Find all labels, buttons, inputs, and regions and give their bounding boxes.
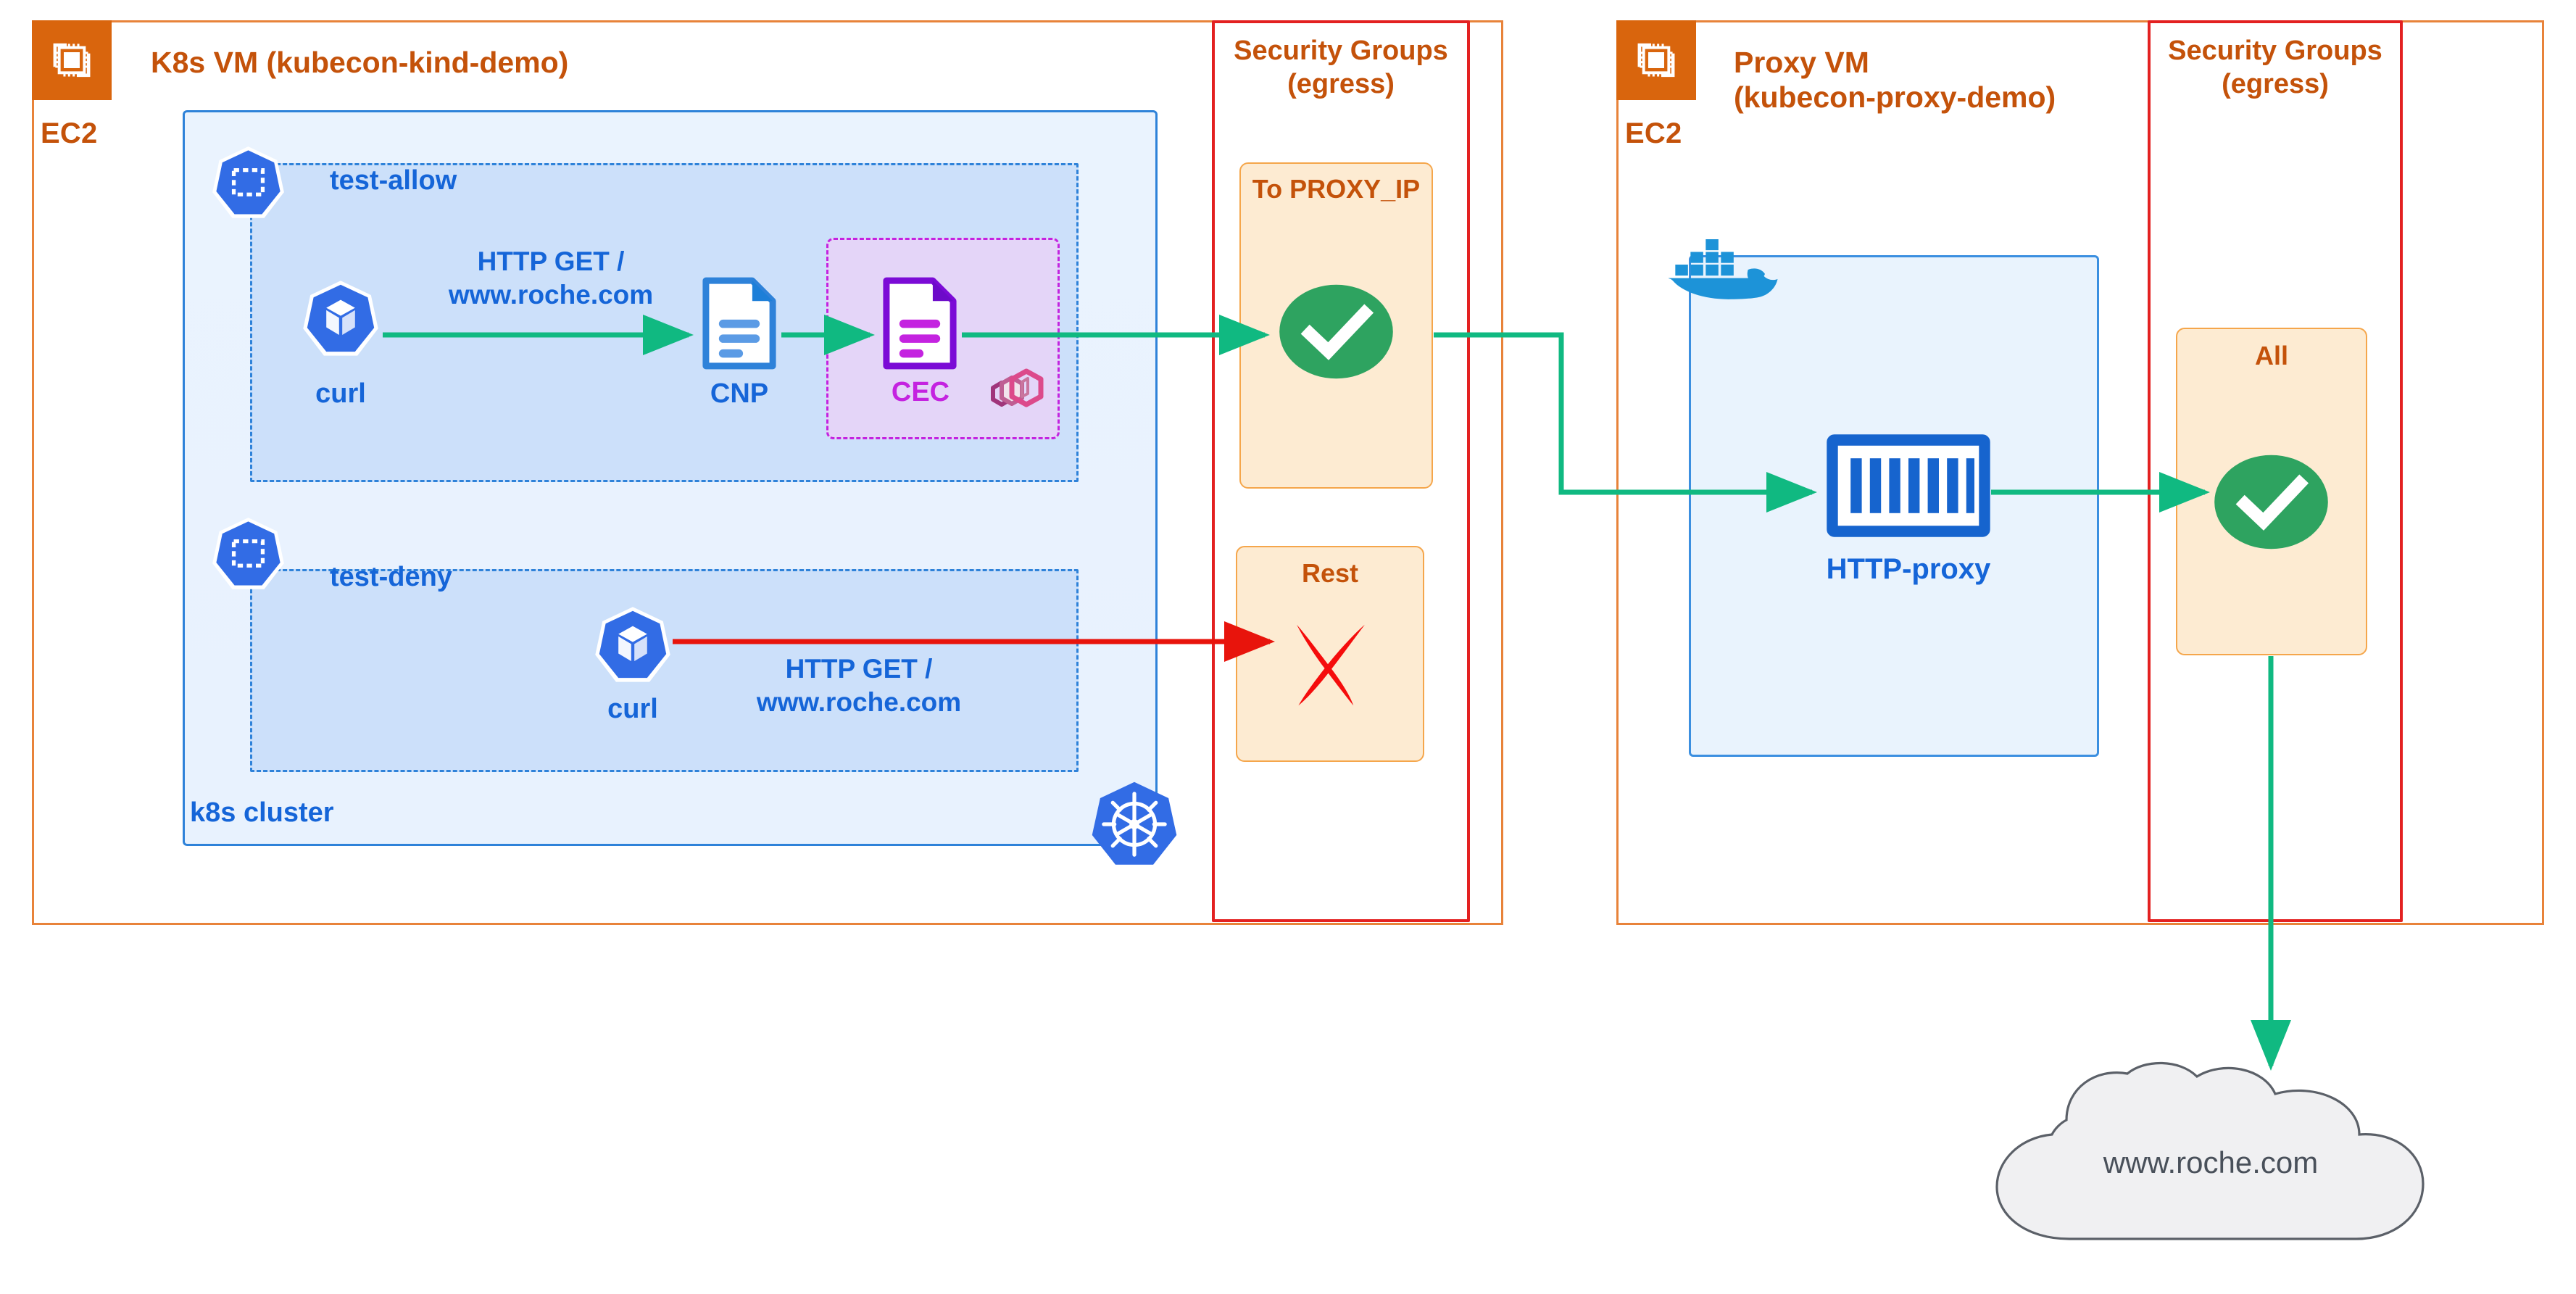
kubernetes-pod-icon bbox=[303, 281, 378, 356]
kubernetes-pod-icon bbox=[595, 607, 670, 682]
sg-rule-to-proxy-ip-label: To PROXY_IP bbox=[1252, 174, 1421, 204]
k8s-vm-ec2-badge bbox=[32, 20, 112, 100]
pod-icon-curl-allow-wrap bbox=[301, 279, 381, 359]
namespace-test-deny bbox=[250, 569, 1079, 772]
proxy-vm-title: Proxy VM (kubecon-proxy-demo) bbox=[1734, 45, 2285, 115]
namespace-label-test-allow: test-allow bbox=[330, 165, 457, 196]
proxy-vm-ec2-badge bbox=[1616, 20, 1696, 100]
cnp-document-wrap bbox=[700, 277, 778, 370]
http-proxy-label: HTTP-proxy bbox=[1826, 553, 1991, 585]
proxy-vm-ec2-label: EC2 bbox=[1625, 117, 1682, 149]
cec-label: CEC bbox=[891, 377, 950, 407]
internet-cloud-wrap bbox=[1895, 1061, 2533, 1272]
kubernetes-wheel-icon-wrap bbox=[1089, 779, 1179, 869]
request-label-allow: HTTP GET / www.roche.com bbox=[406, 245, 696, 312]
request-line1-deny: HTTP GET / bbox=[785, 654, 933, 684]
namespace-icon-test-allow-wrap bbox=[210, 145, 286, 221]
request-line2: www.roche.com bbox=[448, 280, 654, 310]
kubernetes-namespace-icon bbox=[212, 146, 284, 218]
envoy-hexagon-icon bbox=[991, 368, 1044, 407]
green-check-circle-icon-wrap bbox=[1276, 283, 1397, 381]
policy-document-icon bbox=[702, 277, 776, 370]
sg-title-line1: Security Groups bbox=[1234, 36, 1448, 66]
envoy-hexagon-icon-wrap bbox=[977, 359, 1050, 431]
cloud-icon bbox=[1995, 1061, 2425, 1240]
k8s-cluster-label: k8s cluster bbox=[190, 797, 334, 828]
sg-title-line2: (egress) bbox=[1287, 68, 1395, 99]
proxy-sg-title-line1: Security Groups bbox=[2168, 36, 2382, 66]
envoy-config-document-icon bbox=[883, 277, 957, 370]
http-proxy-barrier-icon bbox=[1827, 434, 1990, 537]
sg-rule-all-label: All bbox=[2254, 341, 2288, 370]
ec2-instances-icon bbox=[1637, 43, 1675, 78]
green-check-circle-icon bbox=[1279, 284, 1393, 379]
request-line2-deny: www.roche.com bbox=[756, 687, 962, 718]
red-x-icon-wrap bbox=[1290, 620, 1371, 710]
cec-document-wrap bbox=[881, 277, 959, 370]
cnp-label: CNP bbox=[710, 378, 769, 409]
pod-icon-curl-deny-wrap bbox=[593, 605, 673, 685]
ec2-instances-icon bbox=[53, 43, 91, 78]
k8s-vm-ec2-label: EC2 bbox=[41, 117, 98, 149]
k8s-vm-title: K8s VM (kubecon-kind-demo) bbox=[151, 46, 569, 79]
proxy-security-groups-box bbox=[2148, 20, 2403, 922]
sg-rule-rest-label: Rest bbox=[1301, 558, 1359, 588]
http-proxy-icon-wrap bbox=[1826, 434, 1991, 537]
namespace-icon-test-deny-wrap bbox=[210, 516, 286, 592]
docker-whale-icon bbox=[1669, 239, 1778, 299]
proxy-sg-title-line2: (egress) bbox=[2222, 68, 2329, 99]
green-check-circle-icon bbox=[2214, 455, 2328, 549]
red-x-icon bbox=[1297, 624, 1365, 706]
k8s-security-groups-title: Security Groups (egress) bbox=[1212, 35, 1470, 101]
proxy-vm-title-line2: (kubecon-proxy-demo) bbox=[1734, 80, 2056, 115]
request-line1: HTTP GET / bbox=[477, 246, 625, 276]
green-check-circle-icon-wrap-2 bbox=[2211, 453, 2332, 551]
internet-cloud-label: www.roche.com bbox=[2103, 1145, 2319, 1179]
pod-label-curl-allow: curl bbox=[315, 378, 366, 409]
kubernetes-wheel-icon bbox=[1092, 781, 1177, 865]
pod-label-curl-deny: curl bbox=[607, 694, 658, 724]
docker-whale-icon-wrap bbox=[1663, 226, 1790, 313]
proxy-vm-title-line1: Proxy VM bbox=[1734, 46, 1869, 79]
namespace-label-test-deny: test-deny bbox=[330, 562, 452, 592]
proxy-security-groups-title: Security Groups (egress) bbox=[2148, 35, 2403, 101]
request-label-deny: HTTP GET / www.roche.com bbox=[714, 652, 1004, 720]
kubernetes-namespace-icon bbox=[212, 518, 284, 589]
